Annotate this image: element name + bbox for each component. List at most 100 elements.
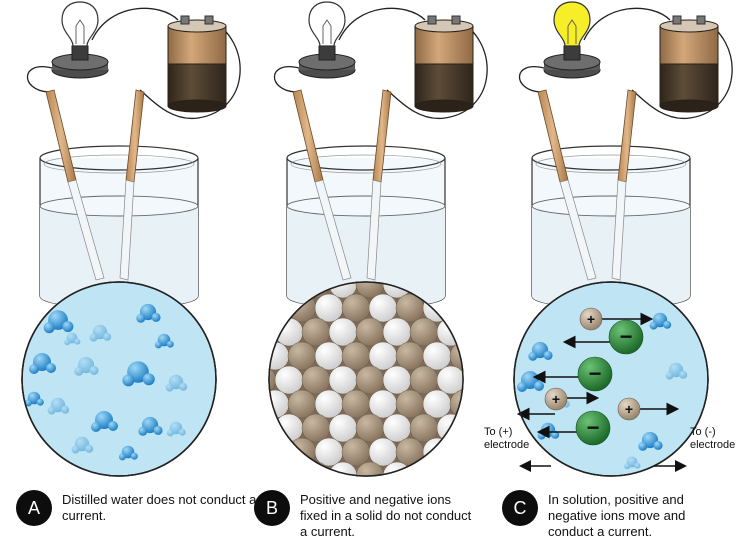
battery-terminal-left (427, 15, 437, 25)
battery-terminal-right (451, 15, 461, 25)
lattice-ion-tan (409, 413, 439, 443)
lattice-ion-white (314, 293, 344, 323)
cation-symbol: + (552, 391, 560, 407)
battery-terminal-right (696, 15, 706, 25)
beaker-rim (39, 145, 199, 171)
hydrogen-atom (166, 340, 174, 348)
lattice-ion-white (269, 293, 290, 323)
lattice-ion-tan (341, 293, 371, 323)
hydrogen-atom (43, 322, 55, 334)
battery-top (167, 25, 227, 67)
lattice-ion-tan (301, 413, 331, 443)
wire-right (139, 19, 241, 120)
bulb-filament (75, 19, 85, 44)
lattice-ion-tan (449, 293, 463, 323)
beaker-inner-rim (535, 154, 687, 174)
beaker-liquid (40, 206, 198, 308)
wire-left (26, 66, 53, 93)
panel-c-caption: In solution, positive and negative ions … (548, 492, 686, 539)
anion-symbol: − (589, 361, 602, 386)
battery-bottom (414, 63, 474, 107)
lattice-ion-white (314, 389, 344, 419)
water-molecule (71, 436, 94, 454)
water-molecule (154, 333, 174, 349)
hydrogen-atom (142, 373, 155, 386)
anion-symbol: − (620, 324, 633, 349)
bulb-socket (71, 45, 89, 61)
hydrogen-atom (47, 406, 56, 415)
water-molecule (74, 356, 99, 376)
hydrogen-atom (153, 425, 163, 435)
lattice-ion-tan (341, 341, 371, 371)
water-molecule (91, 411, 118, 432)
electrode-right-submerged (611, 179, 627, 281)
beaker-inner-rim (290, 154, 442, 174)
water-molecule (165, 374, 188, 392)
battery-bottom-edge (167, 99, 227, 113)
hydrogen-atom (165, 383, 174, 392)
battery-top (414, 25, 474, 67)
light-bulb (308, 1, 346, 47)
lattice-ion-tan (409, 317, 439, 347)
electrode-right-submerged (366, 179, 382, 281)
lattice-ion-tan (464, 462, 492, 490)
lattice-ion-white (274, 365, 304, 395)
lattice-ion-white (477, 342, 505, 370)
water-molecule (638, 431, 663, 451)
water-molecule (43, 310, 74, 334)
wire-top (583, 7, 671, 41)
wire-left (273, 66, 300, 93)
magnify-contents (24, 303, 188, 461)
battery-top (659, 25, 719, 67)
lattice-ion-white (382, 413, 412, 443)
lattice-ion-tan (409, 461, 439, 476)
lattice-ion-tan (287, 341, 317, 371)
liquid-surface (531, 195, 691, 217)
electrode-left-submerged (559, 179, 597, 281)
hydrogen-atom (61, 405, 70, 414)
negative-electrode-label: To (-) electrode (690, 426, 736, 451)
lattice-ion-white (368, 293, 398, 323)
electrode-left-submerged (67, 179, 105, 281)
electrode-left-submerged (314, 179, 352, 281)
lattice-ion-tan (355, 365, 385, 395)
lattice-ion-white (382, 317, 412, 347)
lattice-ion-tan (269, 282, 277, 299)
cation: + (544, 387, 568, 411)
hydrogen-atom (91, 422, 101, 432)
hydrogen-atom (64, 339, 71, 346)
lattice-ion-white (328, 365, 358, 395)
lattice-ion-tan (355, 461, 385, 476)
lattice-ion-white (382, 365, 412, 395)
water-molecule (89, 324, 112, 342)
battery-cap (659, 19, 719, 33)
hydrogen-atom (528, 351, 538, 361)
hydrogen-atom (108, 421, 118, 431)
hydrogen-atom (534, 381, 544, 391)
battery-bottom (659, 63, 719, 107)
hydrogen-atom (151, 312, 161, 322)
water-molecule (517, 371, 544, 392)
lattice-ion-tan (395, 341, 425, 371)
lattice-ion-tan (355, 413, 385, 443)
hydrogen-atom (679, 370, 688, 379)
lattice-ion-white (477, 294, 505, 322)
battery-terminal-left (180, 15, 190, 25)
lattice-ion-white (328, 461, 358, 476)
hydrogen-atom (130, 452, 138, 460)
positive-electrode-label: To (+) electrode (484, 426, 530, 451)
hydrogen-atom (517, 382, 527, 392)
lattice-ion-white (314, 437, 344, 467)
anion-sphere (575, 410, 611, 446)
battery-terminal-right (204, 15, 214, 25)
wire-right (631, 19, 733, 120)
beaker-liquid (287, 206, 445, 308)
lattice-ion-tan (341, 389, 371, 419)
hydrogen-atom (24, 399, 32, 407)
magnify-contents (269, 282, 505, 490)
lattice-ion-white (269, 437, 290, 467)
bulb-filament (322, 19, 332, 44)
lattice-ion-white (328, 413, 358, 443)
hydrogen-atom (122, 374, 135, 387)
water-molecule (118, 445, 138, 461)
